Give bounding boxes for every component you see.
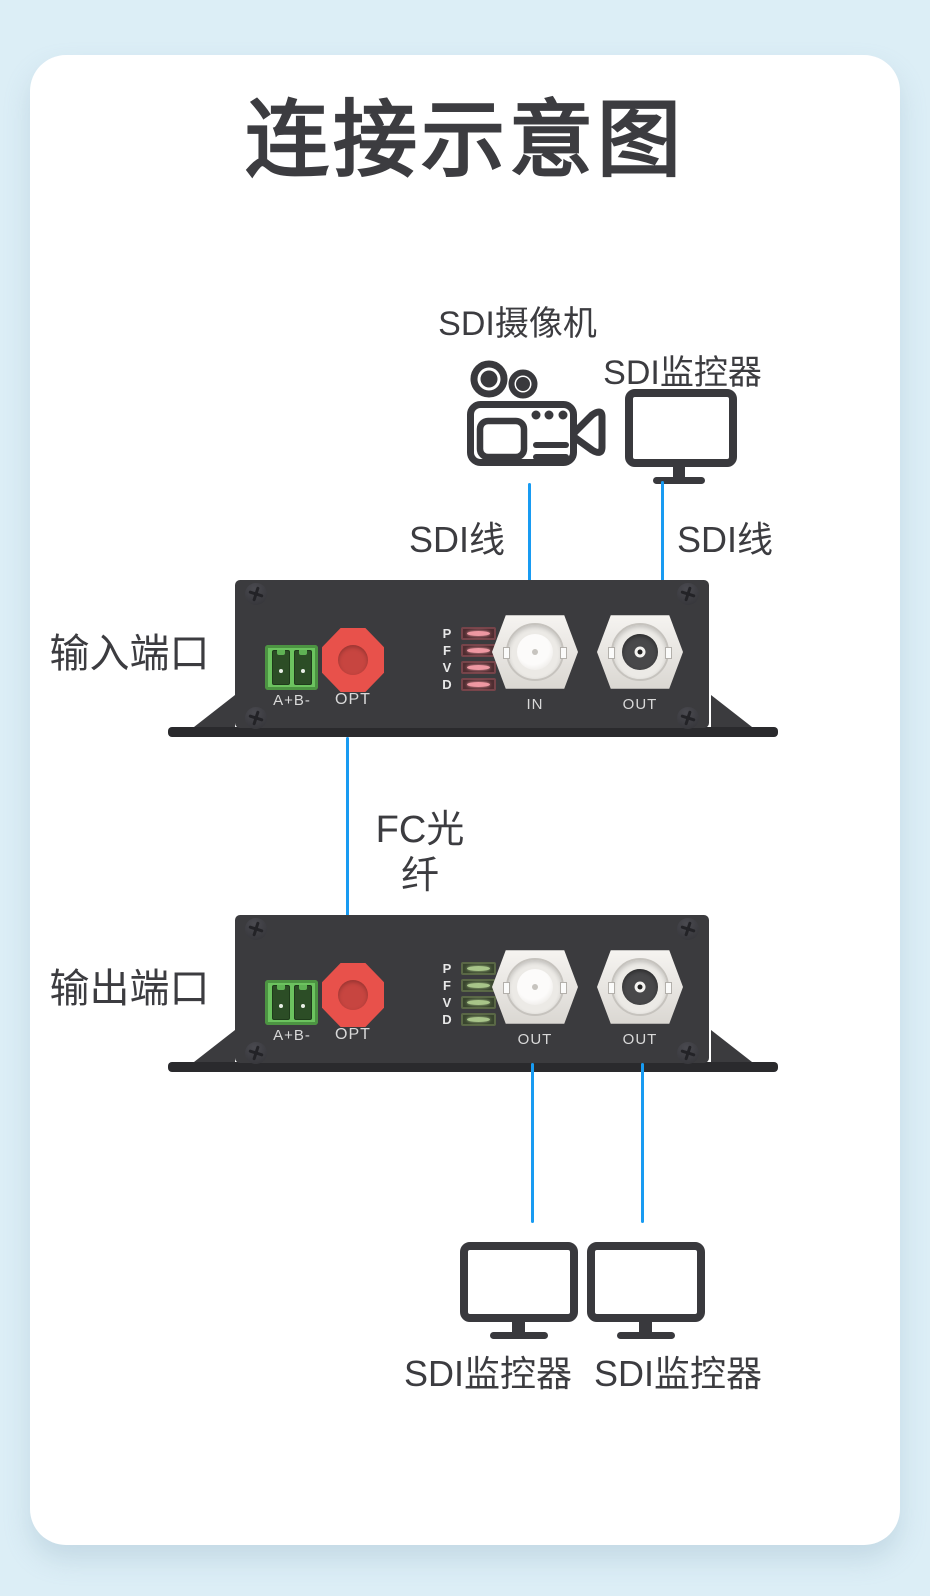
- monitor-top-label: SDI监控器: [603, 354, 762, 392]
- bnc-out2-connector: [597, 947, 683, 1027]
- terminal-label: A+B-: [273, 692, 311, 709]
- mount-wing-right: [711, 695, 752, 727]
- sdi-cable-label-right: SDI线: [676, 519, 773, 560]
- led-letter: V: [442, 995, 452, 1010]
- sdi-cable-label-left: SDI线: [408, 519, 505, 560]
- terminal-label: A+B-: [273, 1027, 311, 1044]
- sdi-out-line-right: [641, 1063, 644, 1223]
- bnc-out-label: OUT: [622, 696, 658, 713]
- led-icon: [461, 1013, 496, 1026]
- sdi-cable-line-monitor: [661, 481, 664, 609]
- monitor-bottom-right-label: SDI监控器: [593, 1353, 762, 1394]
- led-icon: [461, 996, 496, 1009]
- fc-optical-connector: [322, 963, 384, 1027]
- led-letter: F: [443, 643, 451, 658]
- power-terminal-block: [265, 980, 318, 1025]
- led-icon: [461, 979, 496, 992]
- optical-port-core: [338, 645, 368, 675]
- mount-wing-left: [194, 1030, 235, 1062]
- input-port-label: 输入端口: [49, 632, 210, 676]
- video-camera-icon: [467, 360, 606, 466]
- camera-label: SDI摄像机: [438, 305, 597, 343]
- led-icon: [461, 644, 496, 657]
- bnc-out2-label: OUT: [622, 1031, 658, 1048]
- sdi-out-line-left: [531, 1063, 534, 1223]
- monitor-icon: [587, 1242, 705, 1339]
- bnc-out-connector: [597, 612, 683, 692]
- terminal-slot: [271, 985, 290, 1020]
- monitor-icon: [625, 389, 737, 484]
- led-letter: P: [442, 626, 452, 641]
- bnc-in-connector: [492, 612, 578, 692]
- monitor-icon: [460, 1242, 578, 1339]
- bnc-in-label: IN: [526, 696, 544, 713]
- sdi-cable-line-camera: [528, 483, 531, 609]
- input-transceiver-device: A+B- OPT P F V D IN OUT: [168, 580, 778, 737]
- fc-optical-connector: [322, 628, 384, 692]
- led-icon: [461, 962, 496, 975]
- terminal-slot: [271, 650, 290, 685]
- led-letter: P: [442, 961, 452, 976]
- led-letter: D: [442, 1012, 452, 1027]
- device-base-plate: [168, 727, 778, 737]
- fc-fiber-line: [346, 737, 349, 917]
- led-indicator-slots: [461, 627, 496, 691]
- led-indicator-letters: P F V D: [439, 960, 455, 1028]
- page-title: 连接示意图: [244, 95, 685, 188]
- output-port-label: 输出端口: [49, 967, 210, 1011]
- led-letter: F: [443, 978, 451, 993]
- monitor-bottom-left-label: SDI监控器: [403, 1353, 572, 1394]
- led-indicator-letters: P F V D: [439, 625, 455, 693]
- bnc-out1-connector: [492, 947, 578, 1027]
- terminal-slot: [293, 985, 312, 1020]
- fiber-label: FC光纤: [375, 809, 465, 897]
- opt-label: OPT: [335, 691, 371, 708]
- mount-wing-left: [194, 695, 235, 727]
- led-letter: D: [442, 677, 452, 692]
- led-indicator-slots: [461, 962, 496, 1026]
- power-terminal-block: [265, 645, 318, 690]
- led-letter: V: [442, 660, 452, 675]
- bnc-out1-label: OUT: [517, 1031, 553, 1048]
- led-icon: [461, 678, 496, 691]
- led-icon: [461, 661, 496, 674]
- output-transceiver-device: A+B- OPT P F V D OUT OUT: [168, 915, 778, 1072]
- device-base-plate: [168, 1062, 778, 1072]
- optical-port-core: [338, 980, 368, 1010]
- led-icon: [461, 627, 496, 640]
- mount-wing-right: [711, 1030, 752, 1062]
- terminal-slot: [293, 650, 312, 685]
- opt-label: OPT: [335, 1026, 371, 1043]
